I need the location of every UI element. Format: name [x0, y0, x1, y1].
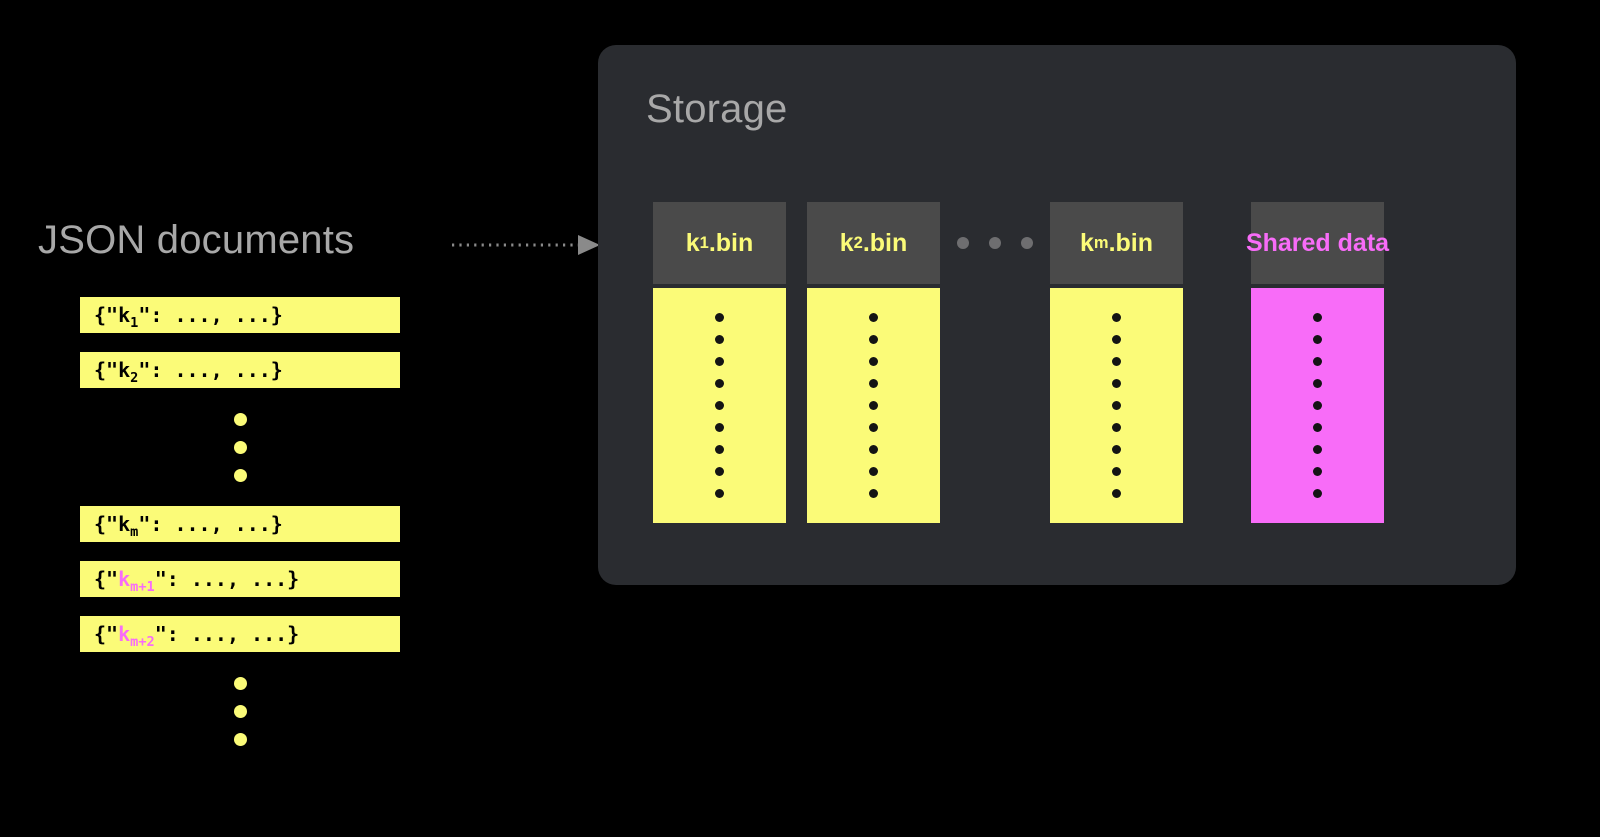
storage-bin-record-dot	[1112, 379, 1121, 388]
json-document-box: {"km+1": ..., ...}	[80, 561, 400, 597]
storage-bin-label-suffix: .bin	[862, 228, 908, 257]
json-documents-section: JSON documents {"k1": ..., ...}{"k2": ..…	[0, 0, 600, 837]
storage-bin-record-dot	[869, 467, 878, 476]
json-key-subscript: m+2	[130, 634, 155, 650]
json-open-brace: {"	[94, 512, 119, 536]
storage-bin-body	[1050, 288, 1183, 523]
document-ellipsis	[80, 407, 400, 487]
ellipsis-dot	[233, 732, 247, 746]
json-value-ellipsis: ": ..., ...}	[138, 512, 283, 536]
storage-bin-record-dot	[869, 445, 878, 454]
json-document-box: {"k1": ..., ...}	[80, 297, 400, 333]
json-value-ellipsis: ": ..., ...}	[138, 303, 283, 327]
json-value-ellipsis: ": ..., ...}	[138, 358, 283, 382]
json-open-brace: {"	[94, 358, 119, 382]
storage-bin-record-dot	[1313, 357, 1322, 366]
storage-bin-record-dot	[1313, 489, 1322, 498]
json-documents-heading: JSON documents	[38, 218, 355, 262]
storage-bin-record-dot	[1313, 379, 1322, 388]
storage-bin-record-dot	[869, 313, 878, 322]
storage-bin-record-dot	[869, 489, 878, 498]
storage-bin-record-dot	[869, 379, 878, 388]
storage-bin-label: Shared data	[1246, 202, 1389, 284]
storage-bin-record-dot	[715, 401, 724, 410]
ellipsis-dot	[233, 412, 247, 426]
storage-bin-record-dot	[715, 313, 724, 322]
json-value-ellipsis: ": ..., ...}	[154, 622, 300, 646]
storage-bin-body	[1251, 288, 1384, 523]
storage-bin-record-dot	[715, 445, 724, 454]
json-key-subscript: m	[130, 524, 139, 540]
storage-bin-record-dot	[1112, 445, 1121, 454]
dotted-flow-arrow	[452, 230, 602, 260]
storage-bin-record-dot	[715, 335, 724, 344]
json-key: km	[118, 512, 139, 540]
storage-bin-label-suffix: .bin	[1108, 228, 1153, 257]
json-key: k1	[118, 303, 139, 331]
json-open-brace: {"	[94, 567, 119, 591]
storage-bin-record-dot	[715, 357, 724, 366]
storage-bin-record-dot	[869, 423, 878, 432]
json-open-brace: {"	[94, 622, 119, 646]
storage-bin-record-dot	[1313, 401, 1322, 410]
storage-bin-record-dot	[715, 467, 724, 476]
storage-bin-record-dot	[715, 423, 724, 432]
ellipsis-dot	[233, 676, 247, 690]
json-document-box: {"k2": ..., ...}	[80, 352, 400, 388]
storage-bin-record-dot	[1313, 313, 1322, 322]
storage-ellipsis-dot	[989, 237, 1001, 249]
json-key-subscript: m+1	[130, 579, 155, 595]
ellipsis-dot	[233, 468, 247, 482]
json-document-list: {"k1": ..., ...}{"k2": ..., ...}{"km": .…	[80, 297, 400, 770]
storage-bin-record-dot	[1112, 489, 1121, 498]
storage-bin-record-dot	[1112, 423, 1121, 432]
storage-bin-record-dot	[1313, 445, 1322, 454]
storage-bin-record-dot	[1313, 335, 1322, 344]
storage-bin-record-dot	[715, 379, 724, 388]
storage-bins-ellipsis	[940, 202, 1050, 284]
json-key: k2	[118, 358, 139, 386]
storage-bin-record-dot	[715, 489, 724, 498]
json-document-box: {"km": ..., ...}	[80, 506, 400, 542]
json-key: km+2	[118, 622, 155, 650]
json-key: km+1	[118, 567, 155, 595]
document-ellipsis	[80, 671, 400, 751]
storage-bin-record-dot	[869, 357, 878, 366]
storage-ellipsis-dot	[1021, 237, 1033, 249]
storage-ellipsis-dot	[957, 237, 969, 249]
json-key-subscript: 2	[130, 370, 139, 386]
storage-title: Storage	[646, 87, 788, 131]
storage-bin-record-dot	[1112, 313, 1121, 322]
storage-bin-record-dot	[1313, 423, 1322, 432]
storage-bin-record-dot	[869, 335, 878, 344]
storage-bin-record-dot	[1112, 401, 1121, 410]
storage-bin-record-dot	[1313, 467, 1322, 476]
json-document-box: {"km+2": ..., ...}	[80, 616, 400, 652]
storage-bin[interactable]: Shared data	[1246, 202, 1389, 523]
json-key-subscript: 1	[130, 315, 139, 331]
ellipsis-dot	[233, 704, 247, 718]
storage-bin-record-dot	[1112, 357, 1121, 366]
storage-bin-record-dot	[1112, 467, 1121, 476]
storage-bin-record-dot	[1112, 335, 1121, 344]
ellipsis-dot	[233, 440, 247, 454]
storage-bin-body	[653, 288, 786, 523]
json-value-ellipsis: ": ..., ...}	[154, 567, 300, 591]
storage-bin-label-suffix: .bin	[708, 228, 754, 257]
storage-bin-record-dot	[869, 401, 878, 410]
storage-bin-body	[807, 288, 940, 523]
json-open-brace: {"	[94, 303, 119, 327]
